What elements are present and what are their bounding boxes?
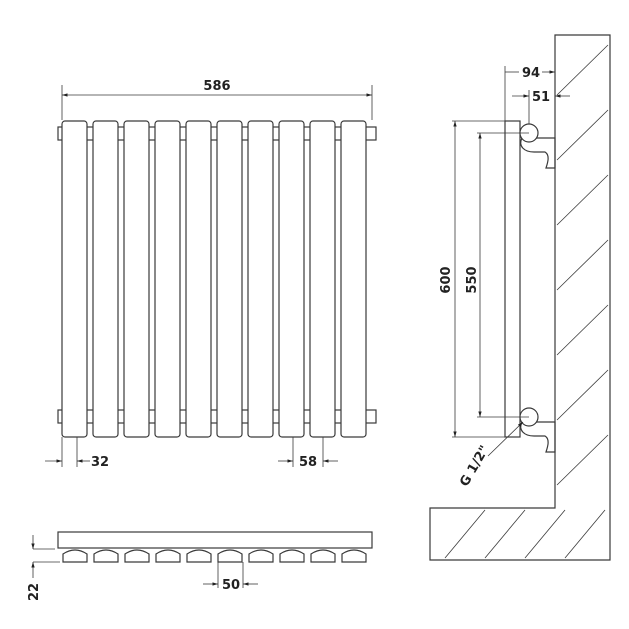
plan-tube [186, 549, 212, 563]
side-view: 600 550 94 51 G 1/2" [429, 34, 611, 561]
plan-tube [124, 549, 150, 563]
dimension-pipe-from-wall: 51 [532, 90, 550, 105]
hatch-line [556, 109, 609, 161]
radiator-panel [123, 120, 150, 438]
radiator-side-profile [504, 120, 521, 438]
plan-tube [93, 549, 119, 563]
plan-view: 22 50 [27, 531, 373, 601]
radiator-panel [185, 120, 212, 438]
radiator-panel [92, 120, 119, 438]
plan-tube [279, 549, 305, 563]
plan-tube [217, 549, 243, 563]
dimension-height: 600 [439, 266, 454, 293]
wall-and-floor [429, 34, 611, 561]
dimension-panel-pitch: 58 [299, 455, 317, 470]
hatch-line [524, 509, 566, 559]
hatch-line [556, 304, 609, 356]
plan-header [57, 531, 373, 549]
top-bracket [520, 137, 556, 169]
hatch-line [556, 434, 609, 486]
panel-group [61, 120, 367, 438]
wall-hatching [444, 44, 609, 559]
radiator-panel [309, 120, 336, 438]
radiator-panel [247, 120, 274, 438]
dimension-wall-projection: 94 [522, 66, 540, 81]
dimension-overall-width: 586 [203, 79, 230, 94]
radiator-panel [154, 120, 181, 438]
dimension-panel-width: 32 [91, 455, 109, 470]
dimension-pipe-centres: 550 [465, 266, 480, 293]
hatch-line [556, 44, 609, 96]
plan-tube [62, 549, 88, 563]
plan-tube [310, 549, 336, 563]
radiator-panel [340, 120, 367, 438]
plan-tube [155, 549, 181, 563]
hatch-line [556, 174, 609, 226]
hatch-line [444, 509, 486, 559]
connection-leader [487, 421, 524, 457]
hatch-line [556, 369, 609, 421]
plan-tube [341, 549, 367, 563]
radiator-panel [278, 120, 305, 438]
dimension-plan-pitch: 50 [222, 578, 240, 593]
plan-tube-group [62, 549, 367, 563]
dimension-depth: 22 [27, 583, 42, 601]
bottom-bracket [520, 421, 556, 453]
connection-size: G 1/2" [457, 443, 492, 489]
radiator-panel [216, 120, 243, 438]
radiator-panel [61, 120, 88, 438]
hatch-line [564, 509, 606, 559]
hatch-line [484, 509, 526, 559]
hatch-line [556, 239, 609, 291]
front-view: 586 32 58 [45, 79, 377, 470]
plan-tube [248, 549, 274, 563]
